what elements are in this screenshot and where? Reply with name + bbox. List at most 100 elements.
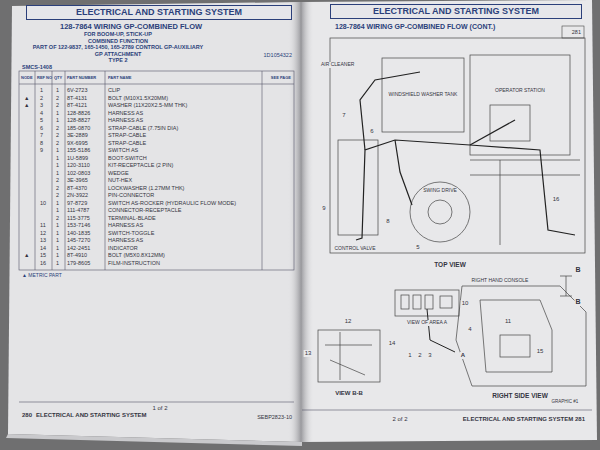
table-cell: 120-3110 bbox=[67, 162, 90, 168]
table-cell: 2 bbox=[56, 192, 59, 198]
header-note: PART OF 122-9837, 165-1450, 165-2789 CON… bbox=[33, 44, 203, 50]
table-cell: TERMINAL-BLADE bbox=[108, 215, 156, 221]
table-cell: 12 bbox=[40, 230, 46, 236]
table-cell: HARNESS AS bbox=[108, 222, 143, 228]
table-cell: 1 bbox=[56, 252, 59, 258]
table-cell: 1 bbox=[56, 260, 59, 266]
table-cell: 2 bbox=[56, 125, 59, 131]
table-cell: 3E-2889 bbox=[67, 132, 88, 138]
table-cell: 185-0870 bbox=[67, 125, 90, 131]
header-note: COMBINED FUNCTION bbox=[88, 38, 148, 44]
table-cell: STRAP-CABLE (7.75IN DIA) bbox=[108, 125, 178, 131]
table-header: QTY bbox=[54, 76, 62, 80]
table-cell: LOCKWASHER (1.27MM THK) bbox=[108, 185, 184, 191]
table-cell: BOLT (M5X0.8X12MM) bbox=[108, 252, 165, 258]
table-cell: 1 bbox=[40, 87, 43, 93]
header-band: ELECTRICAL AND STARTING SYSTEM bbox=[26, 5, 292, 20]
table-cell: 179-8605 bbox=[67, 260, 90, 266]
table-cell: BOOT-SWITCH bbox=[108, 155, 147, 161]
table-cell: 4 bbox=[40, 110, 43, 116]
table-cell: BOLT (M10X1.5X20MM) bbox=[108, 95, 168, 101]
view-label: VIEW OF AREA A bbox=[406, 320, 448, 326]
page-title: 128-7864 WIRING GP-COMBINED FLOW bbox=[60, 23, 202, 31]
callout-number: 11 bbox=[504, 318, 512, 325]
table-cell: KIT-RECEPTACLE (2 PIN) bbox=[108, 162, 173, 168]
page-footer: 2 of 2 bbox=[391, 416, 408, 423]
header-text: ELECTRICAL AND STARTING SYSTEM bbox=[373, 7, 539, 17]
harness-wires bbox=[356, 72, 575, 240]
table-cell: 8T-4910 bbox=[67, 252, 87, 258]
table-cell: 1 bbox=[56, 207, 59, 213]
table-cell: 2 bbox=[56, 132, 59, 138]
table-cell: 6 bbox=[40, 125, 43, 131]
table-cell: 2N-3922 bbox=[67, 192, 88, 198]
page-footer: SEBP2823-10 bbox=[257, 414, 292, 420]
table-cell: 153-7146 bbox=[67, 222, 90, 228]
callout-number: 5 bbox=[415, 244, 420, 251]
table-cell: 1 bbox=[56, 200, 59, 206]
page-edges bbox=[6, 434, 302, 446]
callout-number: 14 bbox=[388, 340, 397, 347]
table-cell: 1 bbox=[56, 155, 59, 161]
callout-number: 4 bbox=[467, 326, 472, 333]
callout-number: 16 bbox=[552, 196, 561, 203]
table-cell: 1 bbox=[56, 245, 59, 251]
header-note: TYPE 2 bbox=[109, 57, 128, 63]
table-cell: 128-8827 bbox=[67, 117, 90, 123]
table-cell: 102-0803 bbox=[67, 170, 90, 176]
table-cell: 128-8826 bbox=[67, 110, 90, 116]
table-cell: 1 bbox=[56, 87, 59, 93]
right-page bbox=[302, 0, 597, 442]
page-footer: 1 of 2 bbox=[152, 405, 167, 412]
top-view-drawing bbox=[330, 38, 585, 253]
callout-number: 10 bbox=[461, 300, 470, 307]
section-letter: A bbox=[460, 352, 466, 359]
table-cell: 8T-4370 bbox=[67, 185, 87, 191]
table-cell: 10 bbox=[40, 200, 46, 206]
header-note: SMCS-1408 bbox=[22, 64, 52, 70]
table-cell: 1 bbox=[56, 222, 59, 228]
header-note: GP ATTACHMENT bbox=[95, 51, 142, 57]
footer-rule bbox=[302, 410, 592, 411]
table-cell: 14 bbox=[40, 245, 46, 251]
header-text: ELECTRICAL AND STARTING SYSTEM bbox=[76, 8, 242, 18]
table-cell: 1 bbox=[56, 162, 59, 168]
table-cell: 2 bbox=[56, 102, 59, 108]
table-cell: WASHER (11X20X2.5-MM THK) bbox=[108, 102, 187, 108]
callout-number: 12 bbox=[344, 318, 353, 325]
table-cell: STRAP-CABLE bbox=[108, 132, 146, 138]
table-cell: HARNESS AS bbox=[108, 237, 143, 243]
view-label: SWING DRIVE bbox=[422, 188, 458, 194]
table-cell: 1 bbox=[56, 170, 59, 176]
callout-number: 7 bbox=[341, 112, 346, 119]
table-cell: 5 bbox=[40, 117, 43, 123]
callout-number: 2 bbox=[417, 352, 422, 359]
view-label: WINDSHIELD WASHER TANK bbox=[388, 92, 459, 98]
callout-number: 6 bbox=[369, 128, 374, 135]
table-cell: 2 bbox=[56, 215, 59, 221]
table-cell: 142-2451 bbox=[67, 245, 90, 251]
table-header: PART NAME bbox=[108, 76, 131, 80]
callout-number: 13 bbox=[304, 350, 313, 357]
table-cell: 13 bbox=[40, 237, 46, 243]
view-label: CONTROL VALVE bbox=[333, 246, 376, 252]
table-cell: CONNECTOR-RECEPTACLE bbox=[108, 207, 181, 213]
table-cell: 155-5186 bbox=[67, 147, 90, 153]
table-cell: 15 bbox=[40, 252, 46, 258]
table-header: SEE PAGE bbox=[271, 76, 291, 80]
view-label: GRAPHIC #1 bbox=[551, 400, 580, 405]
table-cell: HARNESS AS bbox=[108, 117, 143, 123]
callout-number: 8 bbox=[385, 218, 390, 225]
header-note: 128-7864 WIRING GP-COMBINED FLOW (CONT.) bbox=[335, 23, 495, 31]
callout-number: 9 bbox=[321, 205, 326, 212]
view-label: AIR CLEANER bbox=[320, 62, 355, 68]
table-cell: NUT-HEX bbox=[108, 177, 132, 183]
table-cell: ▲ bbox=[24, 252, 29, 258]
table-cell: SWITCH-TOGGLE bbox=[108, 230, 154, 236]
header-note: ▲ METRIC PART bbox=[22, 273, 62, 279]
table-cell: 16 bbox=[40, 260, 46, 266]
page-footer: ELECTRICAL AND STARTING SYSTEM bbox=[462, 416, 575, 423]
table-cell: WEDGE bbox=[108, 170, 129, 176]
